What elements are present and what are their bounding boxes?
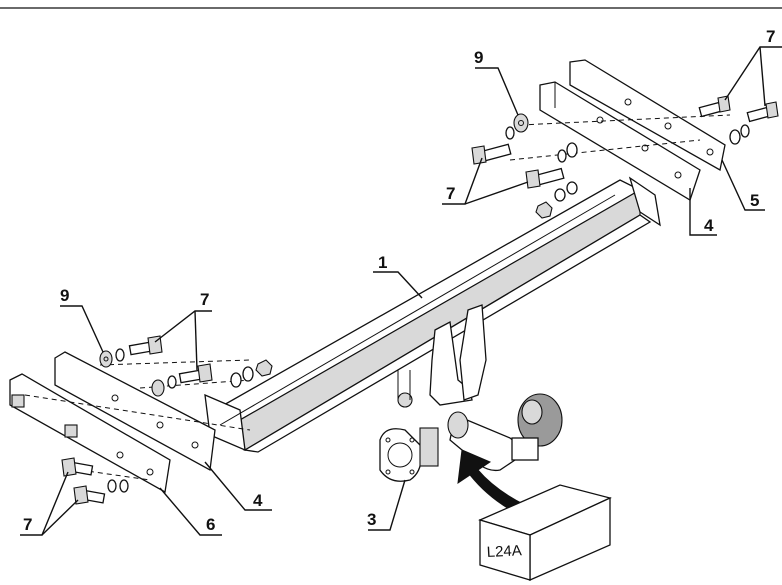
left-bolt-lower-1 — [61, 457, 94, 477]
left-bolt-upper-1 — [128, 335, 163, 356]
electrical-socket-plate — [379, 427, 439, 482]
ball-neck — [447, 411, 518, 472]
far-right-bolt-1 — [698, 95, 731, 118]
right-mounting-plate — [569, 59, 726, 172]
callout-main-bar: 1 — [378, 253, 387, 272]
curved-arrow-icon — [457, 449, 526, 516]
callout-bolt-mid-right: 7 — [446, 184, 455, 203]
hitch-bracket — [397, 304, 487, 408]
left-bolt-axis-1 — [99, 359, 251, 366]
ball-head — [511, 393, 563, 461]
right-bolt-lower — [525, 167, 565, 189]
left-mounting-plate — [9, 373, 171, 494]
right-bolt-axis-1 — [519, 114, 731, 126]
callout-plate-right: 5 — [750, 191, 759, 210]
far-right-bolt-2 — [746, 101, 779, 123]
right-washer — [513, 113, 529, 133]
ball-model-box: L24A — [478, 484, 612, 581]
main-crossbar — [204, 176, 661, 453]
callout-bolt-top-right: 7 — [766, 27, 775, 46]
callout-bolt-lower-left: 7 — [23, 515, 32, 534]
left-bolt-upper-2 — [178, 363, 213, 384]
callout-socket: 3 — [367, 510, 376, 529]
ball-model-label: L24A — [486, 542, 522, 561]
left-bolt-lower-2 — [73, 485, 106, 505]
left-washer — [99, 350, 113, 368]
right-bolt-upper — [471, 143, 512, 165]
callout-bolt-upper-left: 7 — [200, 290, 209, 309]
right-nut — [535, 201, 553, 219]
callout-spacer-right: 4 — [704, 216, 714, 235]
right-bolt-axis-2 — [509, 139, 701, 161]
callout-spacer-left: 4 — [253, 491, 263, 510]
left-spacer-plate — [54, 351, 216, 472]
callout-washer-right: 9 — [474, 48, 483, 67]
left-bolt-axis-3 — [24, 394, 251, 431]
callout-plate-left: 6 — [206, 515, 215, 534]
right-spacer-plate — [539, 81, 701, 201]
callout-washer-left: 9 — [60, 286, 69, 305]
